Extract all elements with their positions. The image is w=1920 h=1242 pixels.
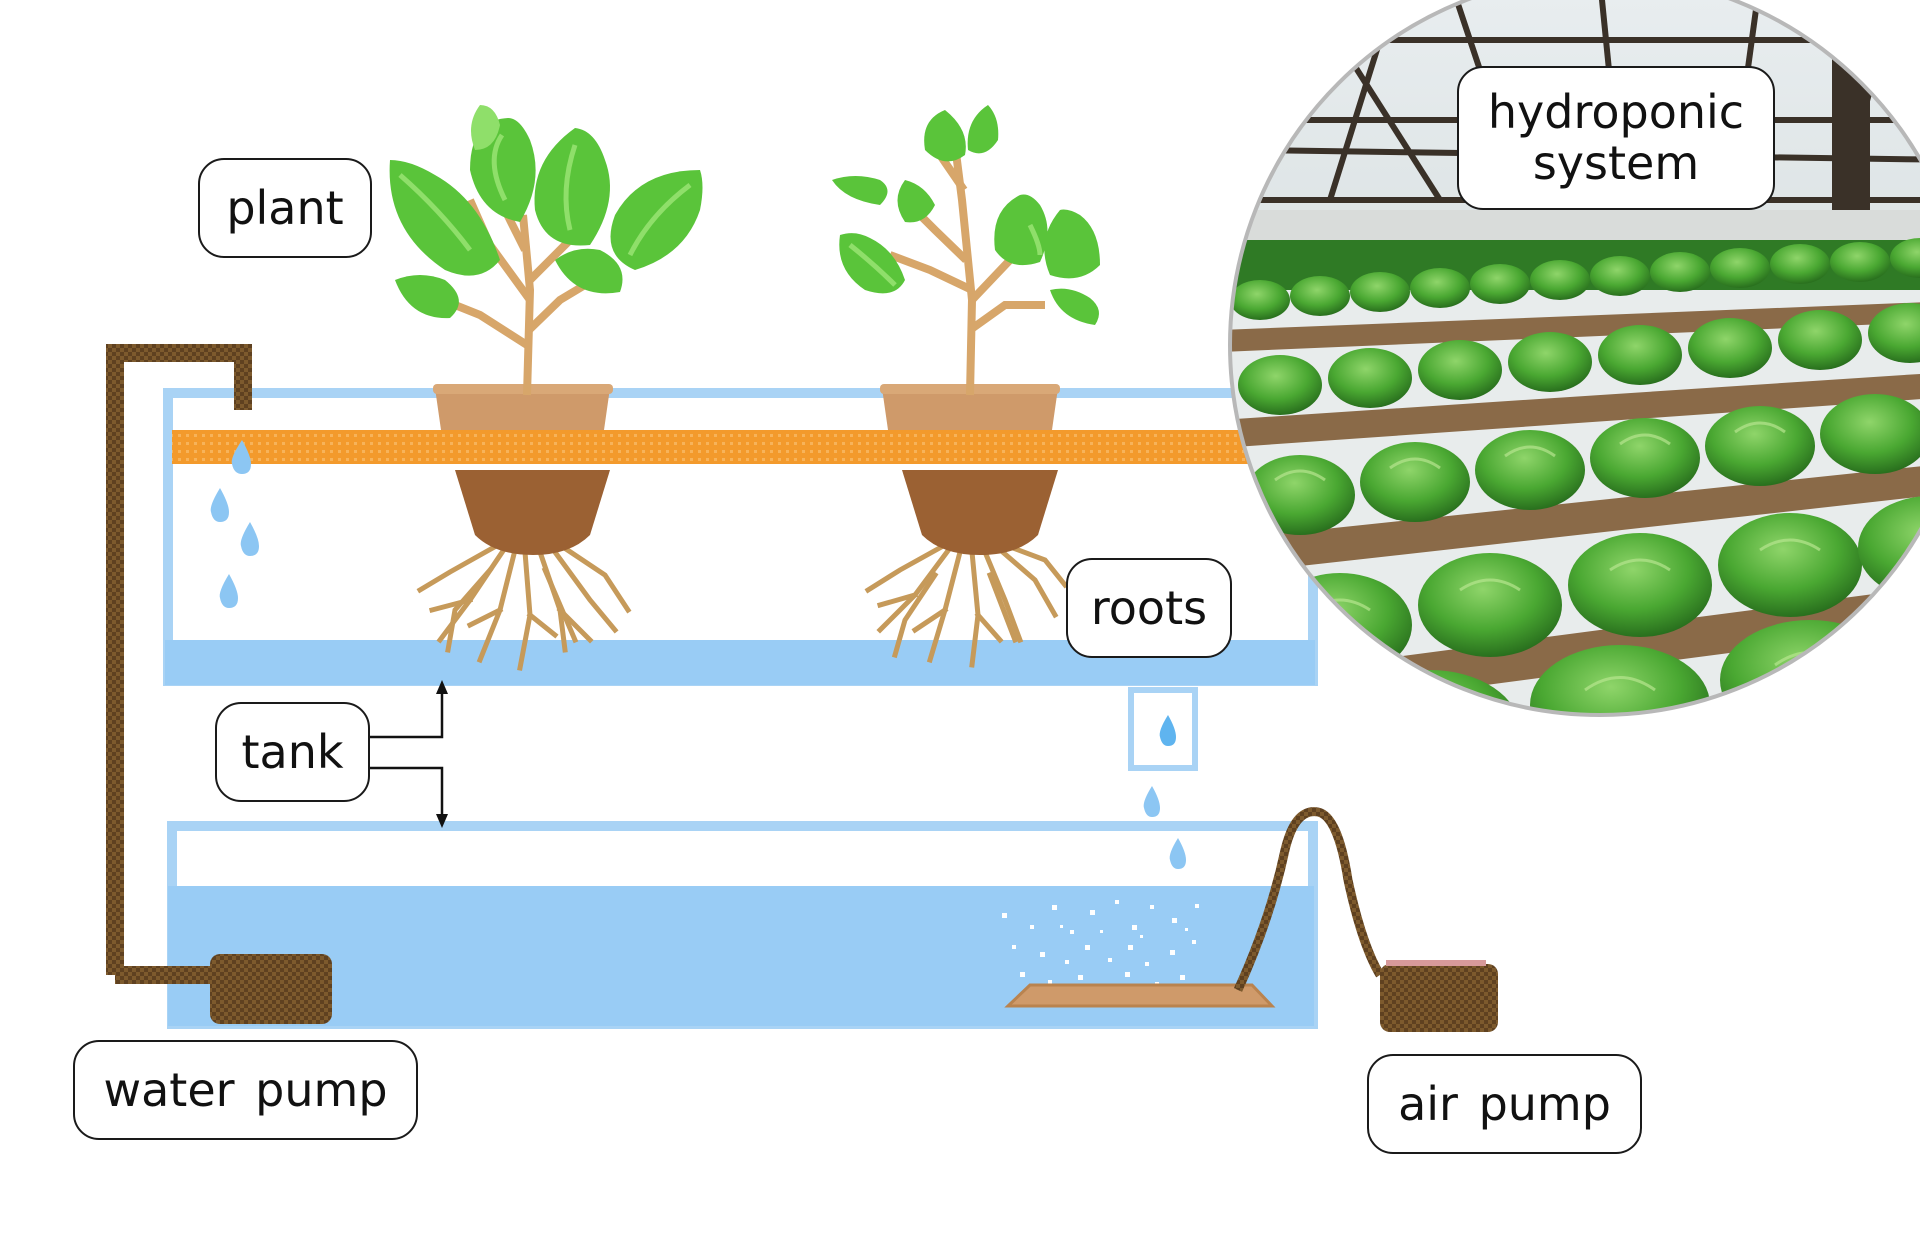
water-pump-pipe xyxy=(106,344,252,984)
air-bubbles xyxy=(1002,900,1199,989)
label-roots: roots xyxy=(1066,558,1232,658)
label-water-pump: water pump xyxy=(73,1040,418,1140)
potted-plant-icon-right xyxy=(832,105,1100,668)
tank-pointer xyxy=(368,690,444,818)
photo-frame xyxy=(1228,0,1920,717)
potted-plant-icon xyxy=(389,105,703,671)
label-air-pump: air pump xyxy=(1367,1054,1642,1154)
label-plant: plant xyxy=(198,158,372,258)
water-pump-icon xyxy=(210,954,332,1024)
drip-pipe xyxy=(172,430,1260,464)
roots-right xyxy=(864,541,1069,668)
roots-left xyxy=(416,541,632,671)
overflow-drain xyxy=(1128,687,1198,771)
air-pump-icon xyxy=(1380,964,1498,1032)
water-drops xyxy=(210,440,1186,869)
label-hydroponic-system: hydroponic system xyxy=(1457,66,1775,210)
tank-pointer-arrowheads xyxy=(436,680,448,828)
air-hose xyxy=(1233,807,1384,992)
label-tank: tank xyxy=(215,702,370,802)
greenhouse-lettuce-photo xyxy=(1230,0,1920,715)
air-stone xyxy=(1004,983,1276,1008)
